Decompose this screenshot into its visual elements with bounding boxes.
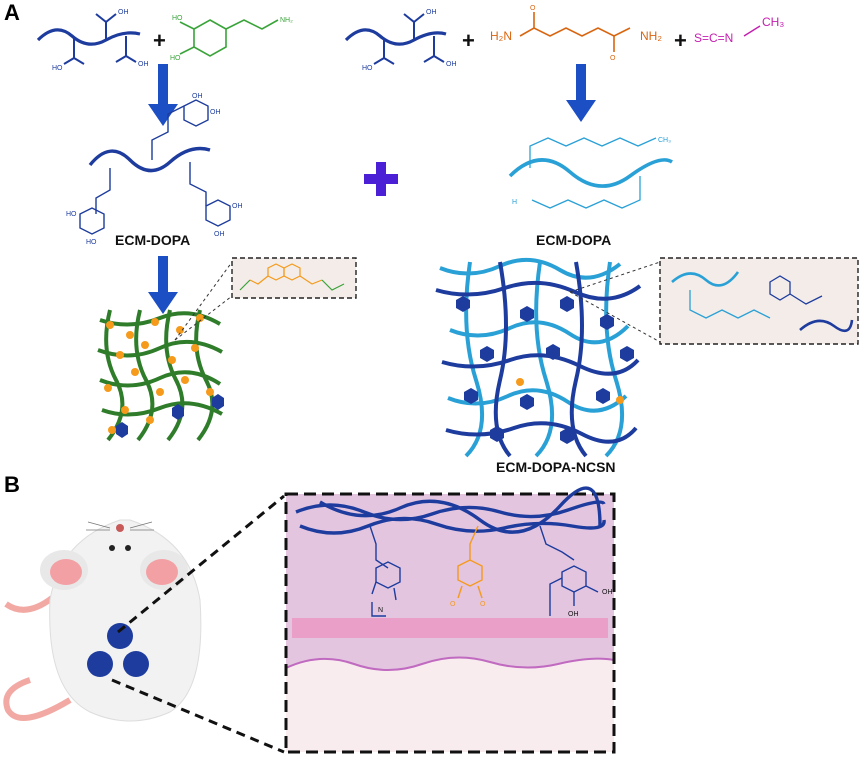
crosslink-structure	[671, 271, 854, 333]
zoom-line	[117, 494, 285, 634]
oh-label: OH	[118, 9, 129, 16]
ch3-label: CH₃	[762, 15, 784, 29]
hexagon-icon	[116, 394, 224, 438]
n-label: N	[378, 607, 383, 614]
o-label: O	[450, 601, 456, 608]
arrow-down-icon	[566, 64, 596, 122]
ho-label: HO	[172, 15, 183, 22]
ho-label: HO	[362, 65, 373, 72]
oh-label: OH	[210, 109, 221, 116]
zoom-line	[111, 678, 285, 754]
bond	[743, 25, 761, 37]
o-label: O	[480, 601, 486, 608]
dopa-dots	[516, 378, 624, 404]
ho-label: HO	[66, 211, 77, 218]
ecm-dopa-caption-left: ECM-DOPA	[115, 232, 190, 248]
oh-label: OH	[192, 93, 203, 100]
tissue-dopa-blue-right	[539, 525, 599, 616]
ecm-dopa-ncsn-caption: ECM-DOPA-NCSN	[496, 459, 616, 475]
oh-label: OH	[426, 9, 437, 16]
ecm-dopa-molecule-left	[79, 99, 231, 235]
plus-icon	[364, 162, 398, 196]
dopa-dots	[104, 314, 214, 434]
mouse-icon	[3, 519, 202, 722]
nh2-label: NH₂	[640, 29, 662, 43]
tissue-dopa-blue-left	[369, 525, 401, 617]
zoom-line	[174, 261, 233, 341]
dopamine-molecule	[179, 19, 279, 57]
crosslinked-network-left	[97, 309, 223, 442]
ecm-backbone-top-left	[36, 13, 141, 65]
oh-label: OH	[138, 61, 149, 68]
arrow-down-icon	[148, 256, 178, 314]
zoom-line	[174, 295, 233, 341]
plus-sign: +	[674, 28, 687, 53]
ecm-dopa-molecule-right	[508, 137, 673, 209]
ho-label: HO	[170, 55, 181, 62]
panel-b-label: B	[4, 472, 20, 497]
isothiocyanate-label: S=C=N	[694, 31, 733, 45]
o-label: O	[530, 5, 536, 12]
zoom-line	[569, 261, 661, 293]
ecm-backbone-top-right	[344, 13, 447, 65]
oh-label: OH	[602, 589, 613, 596]
dopa-dimer-structure	[249, 263, 323, 285]
zoom-inset-left	[231, 257, 357, 299]
oh-label: OH	[568, 611, 579, 618]
ecm-dopa-caption-right: ECM-DOPA	[536, 232, 611, 248]
h2n-label: H₂N	[490, 29, 512, 43]
tissue-dopa-orange	[457, 525, 483, 599]
oh-label: OH	[214, 231, 225, 238]
h-label: H	[512, 199, 517, 206]
hexagon-icon	[456, 296, 634, 444]
plus-sign: +	[153, 28, 166, 53]
ho-label: HO	[86, 239, 97, 246]
ch3-label: CH₃	[658, 137, 671, 144]
oh-label: OH	[232, 203, 243, 210]
hydrogel-strands	[295, 486, 606, 535]
dopa-dimer-backbone	[239, 279, 345, 291]
tissue-inset	[284, 492, 616, 754]
crosslinked-network-right	[435, 257, 642, 458]
plus-sign: +	[462, 28, 475, 53]
ho-label: HO	[52, 65, 63, 72]
panel-a-label: A	[4, 0, 20, 25]
oh-label: OH	[446, 61, 457, 68]
zoom-line	[569, 291, 661, 343]
nh2-label: NH₂	[280, 17, 293, 24]
arrow-down-icon	[148, 64, 178, 126]
adipic-dihydrazide-molecule	[519, 12, 631, 52]
o-label: O	[610, 55, 616, 62]
